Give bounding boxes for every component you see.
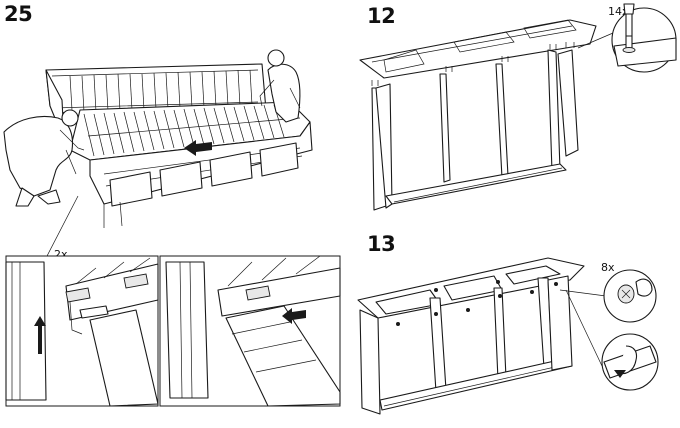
step-number-25: 25 xyxy=(4,2,33,26)
up-arrow-icon xyxy=(34,316,46,354)
allen-key-icon xyxy=(614,345,638,378)
push-arrow-icon xyxy=(184,140,212,156)
detail-box-2 xyxy=(159,255,341,407)
person-right xyxy=(259,49,301,123)
step-number-13: 13 xyxy=(367,232,396,256)
step13-quantity-label: 8x xyxy=(601,261,615,274)
step12-bed-frame xyxy=(359,19,597,211)
daybed-frame xyxy=(45,63,313,228)
person-left xyxy=(3,109,85,207)
step12-quantity-label: 14x xyxy=(608,5,629,18)
step13-bed-frame xyxy=(357,257,585,415)
screwdriver-icon xyxy=(623,3,635,37)
step-number-12: 12 xyxy=(367,4,396,28)
detail-box-1 xyxy=(5,255,159,407)
pull-arrow-icon xyxy=(282,308,306,324)
